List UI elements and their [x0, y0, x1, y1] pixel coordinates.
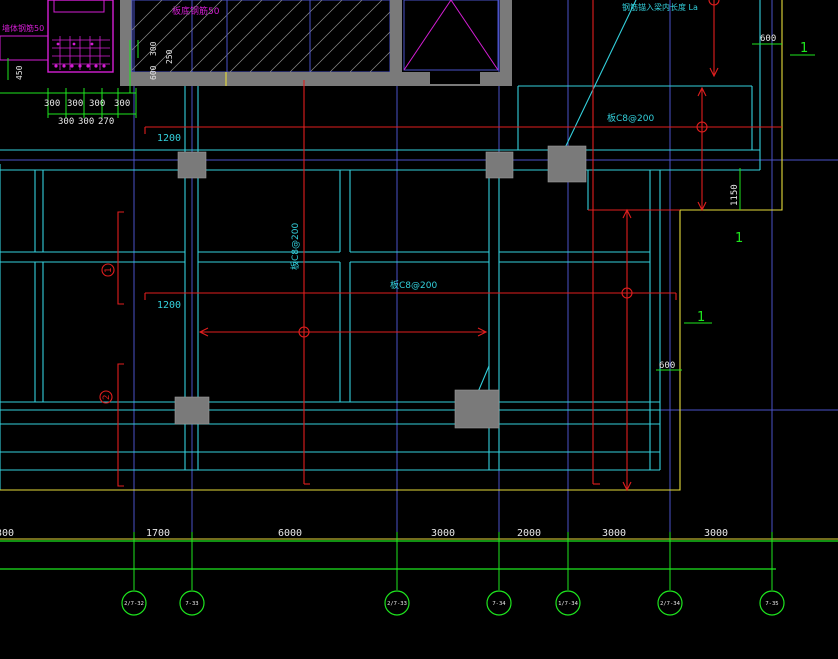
axis-dimension: 6000 — [278, 528, 302, 539]
detail-side-dim: 250 — [165, 49, 174, 64]
dim-1150: 1150 — [730, 184, 740, 206]
axis-dimension: 300 — [0, 528, 14, 539]
axis-dimension: 1700 — [146, 528, 170, 539]
detail-dim: 300 — [78, 117, 94, 127]
dim-600: 600 — [659, 361, 675, 371]
axis-label: 2/7-32 — [124, 601, 144, 607]
detail-dim: 300 — [67, 99, 83, 109]
section-mark-1: 1 — [104, 268, 114, 273]
detail-dim: 270 — [98, 117, 114, 127]
width-label: 1200 — [157, 300, 181, 311]
detail-side-dim: 300 — [149, 41, 158, 56]
hatch-pattern — [131, 0, 391, 73]
detail-dim: 300 — [114, 99, 130, 109]
rebar-callout: 板C8@200 — [607, 112, 654, 124]
detail-label-slab: 板底钢筋50 — [172, 5, 220, 17]
axis-bubble — [179, 590, 205, 616]
axis-bubbles — [121, 590, 785, 616]
section-tag: 1 — [697, 310, 705, 325]
axis-label: 7-33 — [185, 601, 198, 607]
dim-600: 600 — [760, 34, 776, 44]
rebar-callout: 板C8@200 — [390, 279, 437, 291]
detail-side-dim: 450 — [15, 65, 24, 80]
axis-dimension: 3000 — [602, 528, 626, 539]
axis-bubble — [121, 590, 147, 616]
width-label: 1200 — [157, 133, 181, 144]
structure-outlines — [0, 0, 761, 490]
columns — [174, 145, 587, 429]
detail-dim: 300 — [44, 99, 60, 109]
column — [174, 396, 210, 425]
detail-dim: 300 — [89, 99, 105, 109]
axis-bubble — [486, 590, 512, 616]
axis-label: 7-35 — [765, 601, 778, 607]
detail-dim: 300 — [58, 117, 74, 127]
axis-dimension: 3000 — [704, 528, 728, 539]
section-mark-2: 2 — [102, 395, 112, 400]
axis-bubble — [657, 590, 683, 616]
axis-dimension: 3000 — [431, 528, 455, 539]
rebar-callout-vertical: 板C8@200 — [289, 223, 301, 270]
rebar-lines — [99, 0, 782, 492]
anchor-note-visible: 钢筋锚入梁内长度 La — [622, 2, 698, 12]
axis-label: 7-34 — [492, 601, 506, 607]
column — [547, 145, 587, 183]
bottom-dimension-chain: 300 1700 6000 3000 2000 3000 3000 — [0, 528, 838, 590]
section-tag: 1 — [735, 231, 743, 246]
right-dims: 600 600 1150 1 1 1 — [656, 34, 815, 371]
axis-bubble — [384, 590, 410, 616]
detail-label-wall: 墙体钢筋50 — [2, 23, 44, 33]
section-tag: 1 — [800, 41, 808, 56]
detail-side-dim: 600 — [149, 65, 158, 80]
axis-label: 1/7-34 — [558, 601, 579, 607]
axis-label: 2/7-33 — [387, 601, 407, 607]
axis-bubble — [759, 590, 785, 616]
column — [177, 151, 207, 179]
axis-bubble — [555, 590, 581, 616]
column — [454, 389, 500, 429]
top-left-detail: 墙体钢筋50 板底钢筋50 — [0, 0, 512, 127]
axis-dimension: 2000 — [517, 528, 541, 539]
column — [485, 151, 514, 179]
axis-label: 2/7-34 — [660, 601, 681, 607]
